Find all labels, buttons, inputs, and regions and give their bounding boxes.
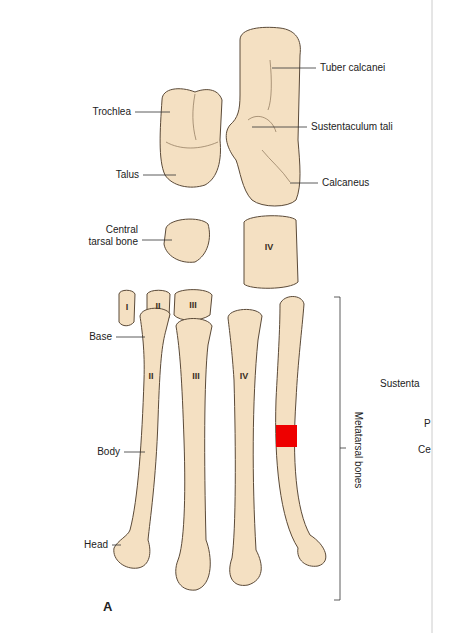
- figure-letter: A: [103, 599, 112, 615]
- fourth-tarsal-bone: [244, 216, 298, 289]
- leader-line: [143, 175, 176, 176]
- part-label: Central tarsal bone: [80, 224, 138, 248]
- leader-line: [142, 240, 172, 241]
- trochlea-detail: [166, 94, 218, 148]
- cut-label: P: [424, 418, 431, 430]
- calcaneus-detail: [248, 60, 290, 182]
- bone-numeral: III: [192, 371, 200, 382]
- leader-line: [135, 112, 170, 113]
- calcaneus-bone: [226, 27, 300, 206]
- leader-line: [252, 127, 307, 128]
- metatarsal-iv: [228, 309, 262, 585]
- first-tarsal-bone: [119, 290, 135, 326]
- leader-line: [290, 183, 318, 184]
- part-label: Tuber calcanei: [320, 62, 385, 74]
- part-label: Calcaneus: [322, 177, 369, 189]
- metatarsal-v: [276, 297, 326, 567]
- cut-label: Sustenta: [380, 378, 419, 390]
- part-label: Talus: [116, 169, 139, 181]
- panel-edge: [432, 0, 433, 633]
- red-marker: [276, 425, 297, 447]
- leader-line: [272, 68, 316, 69]
- third-tarsal-bone: [174, 290, 212, 321]
- bone-numeral: II: [148, 371, 153, 382]
- bone-numeral: II: [155, 301, 160, 312]
- metatarsal-iii: [176, 319, 212, 591]
- metatarsal-bracket: [334, 297, 346, 600]
- cut-label: Ce: [418, 444, 431, 456]
- leader-lines: [112, 68, 318, 545]
- bone-numeral: I: [126, 302, 129, 313]
- bracket-label: Metatarsal bones: [352, 412, 364, 489]
- part-label: Head: [84, 539, 108, 551]
- central-tarsal-bone: [164, 219, 209, 262]
- metatarsal-ii: [114, 308, 170, 568]
- bone-numeral: IV: [265, 242, 274, 253]
- part-label: Trochlea: [92, 106, 131, 118]
- bone-numeral: IV: [240, 371, 249, 382]
- part-label: Sustentaculum tali: [311, 121, 393, 133]
- part-label: Body: [97, 446, 120, 458]
- talus-bone: [160, 89, 222, 187]
- bone-numeral: III: [189, 300, 197, 311]
- leader-line: [112, 545, 121, 546]
- leader-line: [124, 452, 145, 453]
- leader-line: [116, 337, 145, 338]
- part-label: Base: [89, 331, 112, 343]
